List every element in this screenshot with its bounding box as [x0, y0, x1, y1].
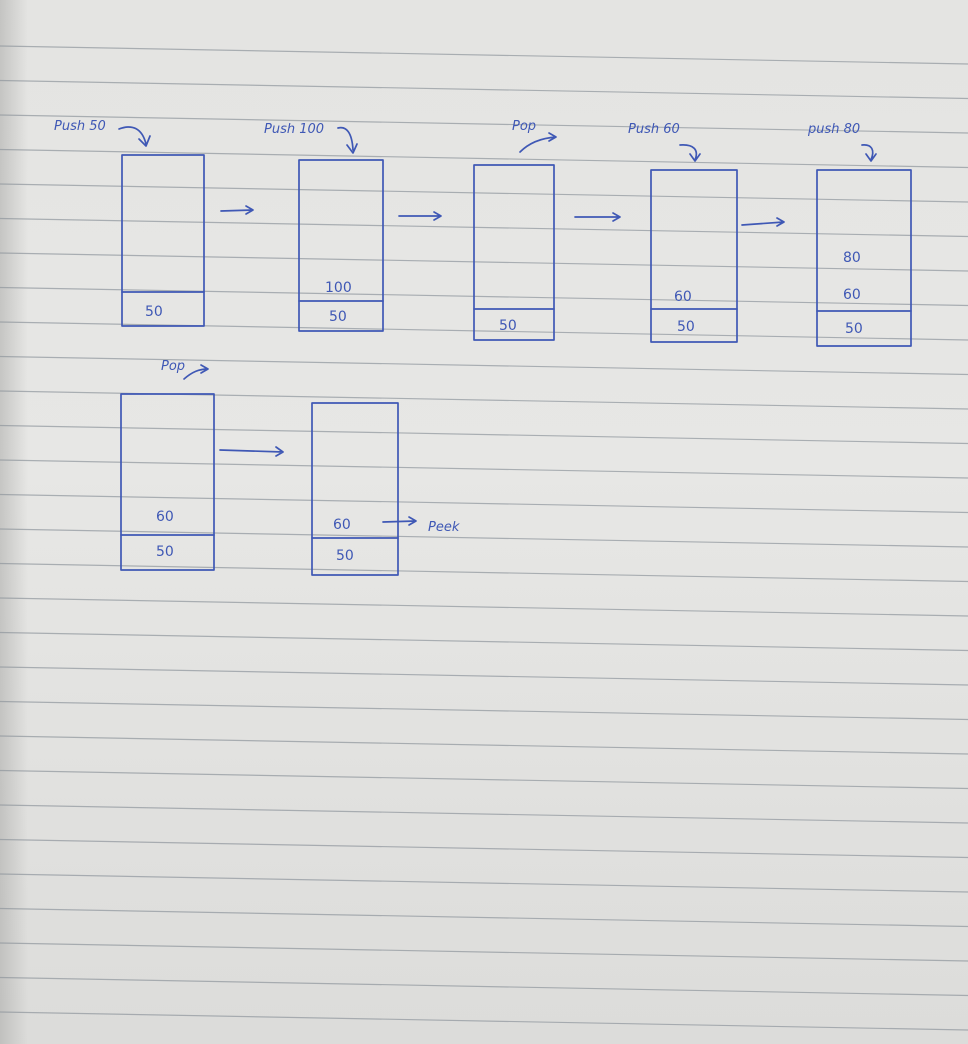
- ruled-line: [0, 631, 968, 652]
- ruled-line: [0, 321, 968, 341]
- ruled-line: [0, 45, 968, 65]
- stack-value: 50: [156, 544, 174, 560]
- right-arrow-icon: [398, 211, 442, 221]
- ruled-line: [0, 666, 968, 686]
- curved-arrow-icon: [861, 144, 877, 162]
- ruled-line: [0, 493, 968, 514]
- stack-value: 100: [325, 280, 352, 296]
- ruled-line: [0, 735, 968, 755]
- ruled-line: [0, 562, 968, 583]
- stack-value: 60: [333, 517, 351, 533]
- stack-box-4: [650, 169, 738, 343]
- step-label: push 80: [807, 122, 860, 137]
- ruled-line: [0, 769, 968, 790]
- curved-arrow-icon: [679, 144, 701, 162]
- ruled-line: [0, 459, 968, 479]
- ruled-line: [0, 148, 968, 169]
- ruled-line: [0, 355, 968, 376]
- stack-box-6: [120, 393, 215, 571]
- ruled-line: [0, 1011, 968, 1031]
- curved-arrow-icon: [118, 126, 151, 147]
- ruled-line: [0, 873, 968, 893]
- ruled-line: [0, 286, 968, 307]
- curved-arrow-icon: [183, 364, 209, 380]
- stack-value: 50: [677, 319, 695, 335]
- step-label: Push 50: [54, 119, 106, 134]
- ruled-line: [0, 217, 968, 238]
- stack-value: 50: [145, 304, 163, 320]
- stack-value: 60: [156, 509, 174, 525]
- peek-label: Peek: [428, 520, 460, 535]
- stack-box-1: [121, 154, 205, 327]
- step-label: Push 60: [628, 122, 680, 137]
- ruled-line: [0, 976, 968, 997]
- right-arrow-icon: [382, 516, 417, 526]
- ruled-line: [0, 597, 968, 617]
- ruled-line: [0, 942, 968, 962]
- step-label: Pop: [512, 119, 536, 134]
- stack-value: 60: [674, 289, 692, 305]
- ruled-line: [0, 183, 968, 203]
- ruled-line: [0, 79, 968, 100]
- right-arrow-icon: [219, 446, 284, 457]
- ruled-line: [0, 838, 968, 859]
- stack-value: 80: [843, 250, 861, 266]
- ruled-line: [0, 114, 968, 134]
- curved-arrow-icon: [337, 126, 358, 154]
- stack-value: 50: [845, 321, 863, 337]
- ruled-line: [0, 252, 968, 272]
- curved-arrow-icon: [519, 132, 557, 153]
- stack-value: 50: [329, 309, 347, 325]
- step-label: Pop: [161, 359, 185, 374]
- ruled-line: [0, 424, 968, 445]
- ruled-line: [0, 528, 968, 548]
- step-label: Push 100: [264, 122, 324, 137]
- ruled-line: [0, 700, 968, 721]
- stack-box-5: [816, 169, 912, 347]
- ruled-line: [0, 907, 968, 928]
- right-arrow-icon: [220, 205, 254, 215]
- ruled-line: [0, 804, 968, 824]
- stack-value: 50: [336, 548, 354, 564]
- right-arrow-icon: [741, 217, 785, 227]
- ruled-lines: [0, 45, 968, 1031]
- right-arrow-icon: [574, 212, 621, 222]
- stack-box-2: [298, 159, 384, 332]
- stack-box-3: [473, 164, 555, 341]
- stack-value: 60: [843, 287, 861, 303]
- stack-box-7: [311, 402, 399, 576]
- stack-value: 50: [499, 318, 517, 334]
- page-shadow: [0, 0, 28, 1044]
